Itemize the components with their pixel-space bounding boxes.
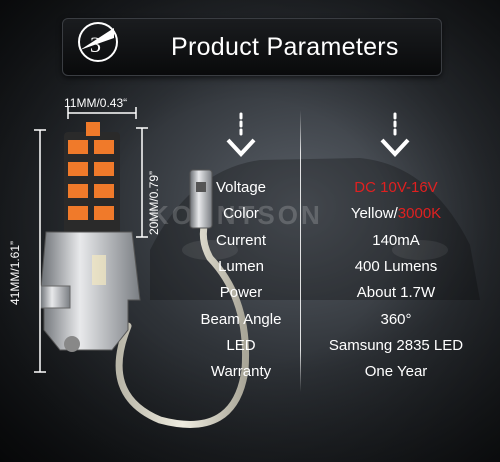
- spec-value-voltage: DC 10V-16V: [354, 179, 438, 196]
- dimension-lines: [0, 0, 300, 462]
- color-temperature-value: 3000K: [397, 205, 442, 222]
- total-height-dimension-label: 41MM/1.61”: [8, 240, 22, 305]
- watermark-text: KOUNTSON: [150, 200, 323, 230]
- column-divider: [300, 110, 301, 392]
- led-height-dimension-label: 20MM/0.79”: [147, 170, 161, 235]
- spec-label-beam-angle: Beam Angle: [200, 311, 282, 328]
- spec-label-power: Power: [219, 284, 263, 301]
- spec-label-current: Current: [215, 232, 267, 249]
- spec-value-beam-angle: 360°: [380, 311, 412, 328]
- spec-value-color: Yellow/3000K: [311, 205, 481, 222]
- spec-value-power: About 1.7W: [356, 284, 436, 301]
- h3-led-bulb-image: [39, 122, 250, 428]
- width-dimension-label: 11MM/0.43“: [64, 96, 128, 110]
- header-banner: Product Parameters: [62, 18, 442, 76]
- number-3-logo-icon: 3: [78, 22, 118, 62]
- spec-label-color: Color: [223, 205, 259, 222]
- led-chips: [68, 140, 114, 220]
- spec-value-warranty: One Year: [364, 363, 428, 380]
- svg-text:3: 3: [90, 32, 101, 57]
- spec-value-lumen: 400 Lumens: [354, 258, 438, 275]
- page-title: Product Parameters: [171, 33, 399, 61]
- color-value-prefix: Yellow/: [350, 205, 398, 222]
- spec-label-voltage: Voltage: [215, 179, 267, 196]
- spec-label-warranty: Warranty: [210, 363, 272, 380]
- spec-label-lumen: Lumen: [218, 258, 264, 275]
- spec-value-current: 140mA: [372, 232, 420, 249]
- chevron-down-icon: [226, 112, 256, 157]
- chevron-down-icon: [380, 112, 410, 157]
- spec-label-led: LED: [226, 337, 256, 354]
- spec-value-led: Samsung 2835 LED: [328, 337, 464, 354]
